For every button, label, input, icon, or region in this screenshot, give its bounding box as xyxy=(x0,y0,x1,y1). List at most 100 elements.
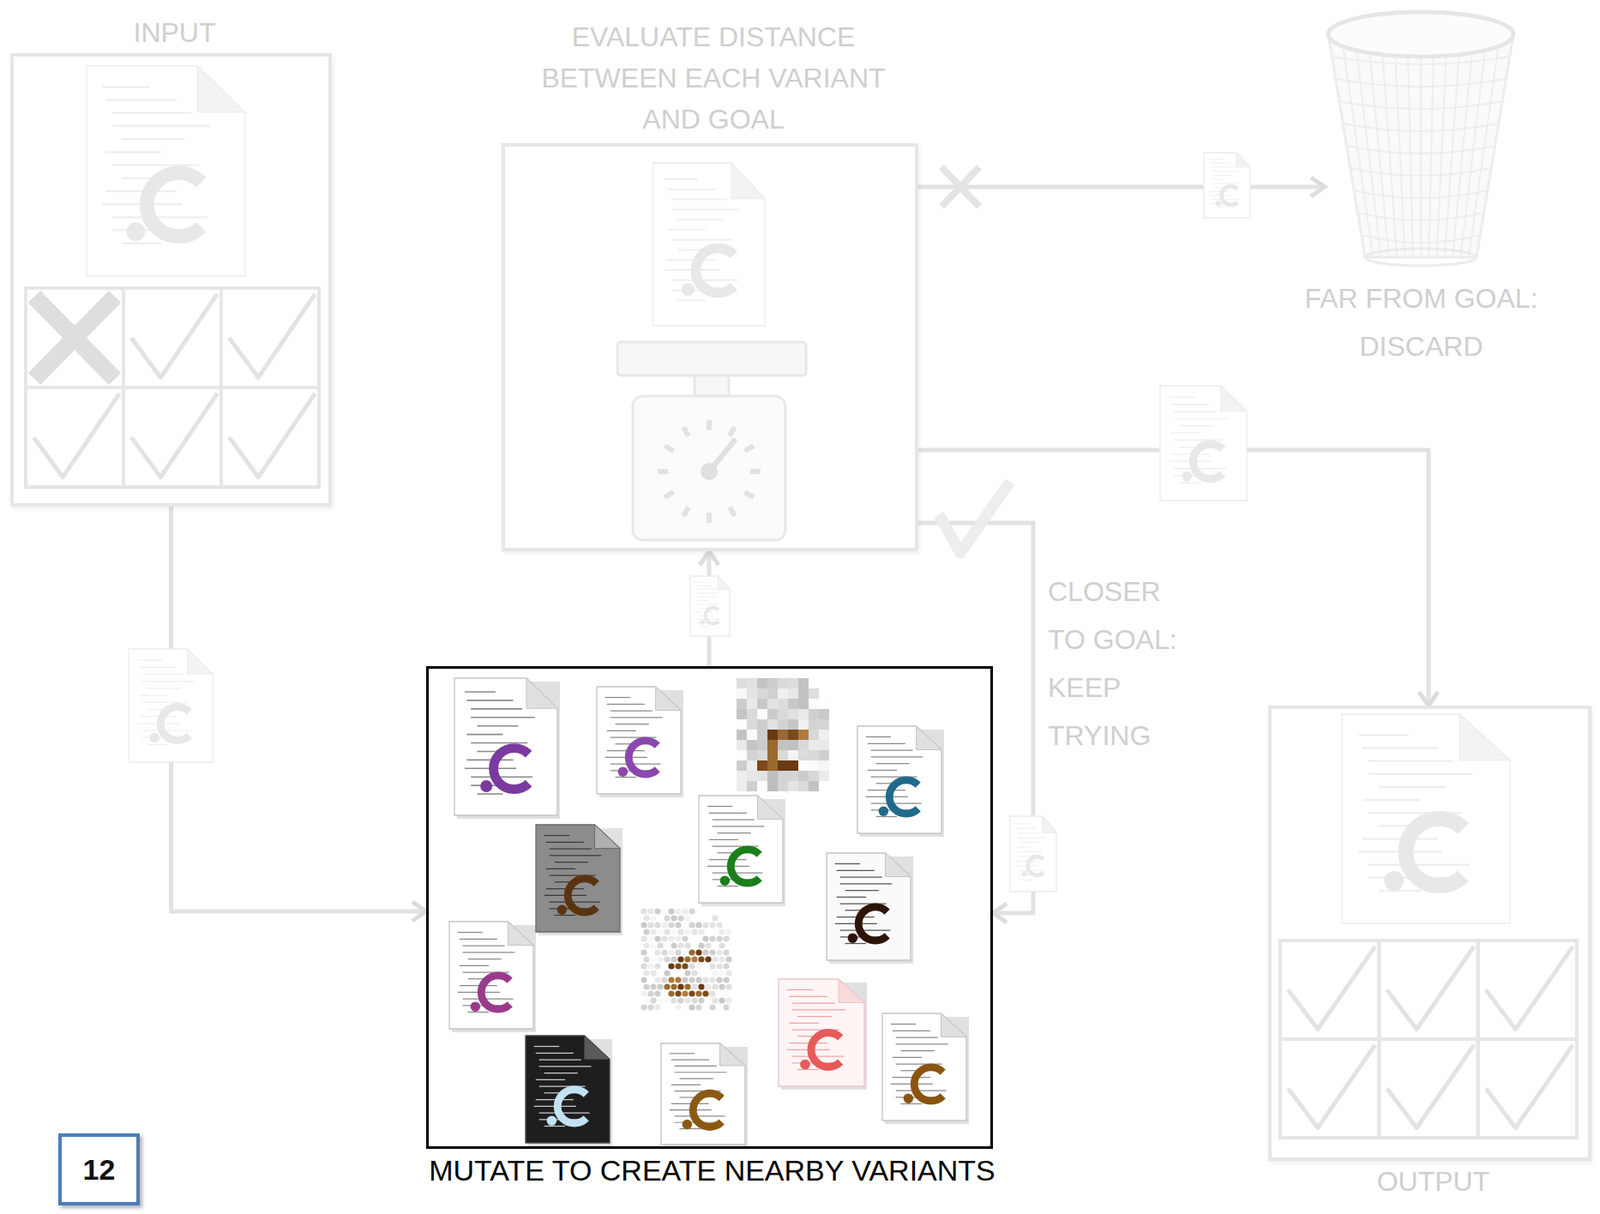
file-page xyxy=(596,686,681,794)
pixel-dot xyxy=(718,942,725,949)
pixel-block xyxy=(767,781,778,792)
pixel-block xyxy=(808,770,819,782)
pixel-block xyxy=(777,698,788,710)
code-line xyxy=(470,708,523,710)
code-line xyxy=(709,839,739,841)
pixel-dot xyxy=(681,908,688,915)
file-fold xyxy=(885,853,911,878)
c-glyph-arc xyxy=(557,1089,586,1124)
pixel-block xyxy=(818,698,830,710)
code-line xyxy=(535,1079,566,1081)
code-line xyxy=(544,1072,578,1074)
pixel-dot xyxy=(684,956,691,963)
pixel-dot xyxy=(647,935,654,942)
pixel-block xyxy=(787,719,799,730)
grid-cell xyxy=(25,387,124,488)
pixel-block xyxy=(787,688,799,699)
code-line xyxy=(546,842,584,843)
code-line xyxy=(1015,860,1036,862)
file-fold xyxy=(584,1035,610,1060)
pixel-block xyxy=(798,688,809,699)
code-line xyxy=(866,736,891,738)
file-icon xyxy=(449,921,536,1033)
pixel-dot xyxy=(647,1004,654,1011)
code-line xyxy=(138,715,177,717)
trash-bin-icon xyxy=(1328,12,1514,266)
pixel-block xyxy=(777,781,788,792)
pixel-block xyxy=(767,760,778,771)
scale-neck xyxy=(694,375,729,397)
pixel-block xyxy=(767,688,778,699)
code-line xyxy=(466,699,513,702)
pixel-block xyxy=(787,750,799,761)
trash-mesh xyxy=(1444,34,1461,258)
pixel-block xyxy=(777,739,788,751)
grid-cell xyxy=(123,387,222,488)
file-page xyxy=(128,649,213,763)
pixel-dot xyxy=(654,921,661,928)
code-line xyxy=(549,854,602,856)
pixel-dot xyxy=(640,949,647,956)
pixel-dot xyxy=(649,928,656,935)
pixel-block xyxy=(767,739,778,751)
file-icon xyxy=(525,1035,613,1147)
file-page xyxy=(1203,152,1251,218)
pixel-dot xyxy=(722,990,729,997)
pixel-dot xyxy=(667,921,674,928)
pixel-block xyxy=(798,719,809,730)
code-line xyxy=(1014,823,1029,825)
c-glyph-arc xyxy=(1405,818,1463,886)
code-line xyxy=(607,703,645,705)
code-line xyxy=(876,763,910,764)
pixel-dot xyxy=(674,976,681,983)
code-line xyxy=(797,1069,819,1071)
evaluate-box: EVALUATE DISTANCE BETWEEN EACH VARIANT A… xyxy=(501,143,919,552)
pixel-dot xyxy=(661,935,668,942)
pixel-block xyxy=(818,750,830,761)
trash-mesh xyxy=(1335,78,1507,87)
pixel-block xyxy=(746,698,758,710)
grid-cell xyxy=(1378,1039,1478,1138)
pixel-dot xyxy=(656,997,663,1004)
pixel-block xyxy=(736,770,747,782)
trash-mesh xyxy=(1428,34,1434,258)
pixel-block xyxy=(787,709,799,720)
pixel-dot xyxy=(722,962,729,969)
code-line xyxy=(1368,863,1470,866)
code-line xyxy=(671,239,734,241)
code-line xyxy=(717,885,740,887)
pixel-dot xyxy=(677,928,684,935)
pixel-block xyxy=(757,739,768,751)
trash-mesh xyxy=(1347,145,1496,154)
c-glyph-dot xyxy=(480,780,493,793)
pixel-dot xyxy=(691,956,698,963)
pixel-dot xyxy=(656,983,663,990)
code-line xyxy=(544,1125,566,1127)
pixel-dot xyxy=(695,921,702,928)
mutate-box: MUTATE TO CREATE NEARBY VARIANTS xyxy=(426,666,993,1149)
pixel-dot xyxy=(661,976,668,983)
code-line xyxy=(534,1046,560,1047)
pixel-dot xyxy=(725,997,732,1004)
pixel-dot xyxy=(702,921,709,928)
pixel-block xyxy=(787,739,799,751)
pixel-dot xyxy=(677,914,684,921)
pixel-dot xyxy=(649,956,656,963)
file-fold xyxy=(941,1013,967,1038)
code-line xyxy=(1368,759,1453,762)
pixel-block xyxy=(818,760,830,771)
pixel-dot xyxy=(670,928,677,935)
c-glyph-arc xyxy=(692,1093,722,1127)
cross-mark xyxy=(34,296,115,379)
pixel-dot xyxy=(640,990,647,997)
flow-arrow xyxy=(918,185,1325,190)
c-glyph-arc xyxy=(889,780,918,814)
file-fold xyxy=(526,678,558,709)
code-line xyxy=(544,835,570,837)
pixel-dot xyxy=(709,976,716,983)
code-line xyxy=(669,1052,695,1054)
pixel-dot xyxy=(661,908,668,915)
dial-tick xyxy=(664,492,674,498)
file-page xyxy=(1160,385,1247,501)
pixel-dot xyxy=(681,990,688,997)
